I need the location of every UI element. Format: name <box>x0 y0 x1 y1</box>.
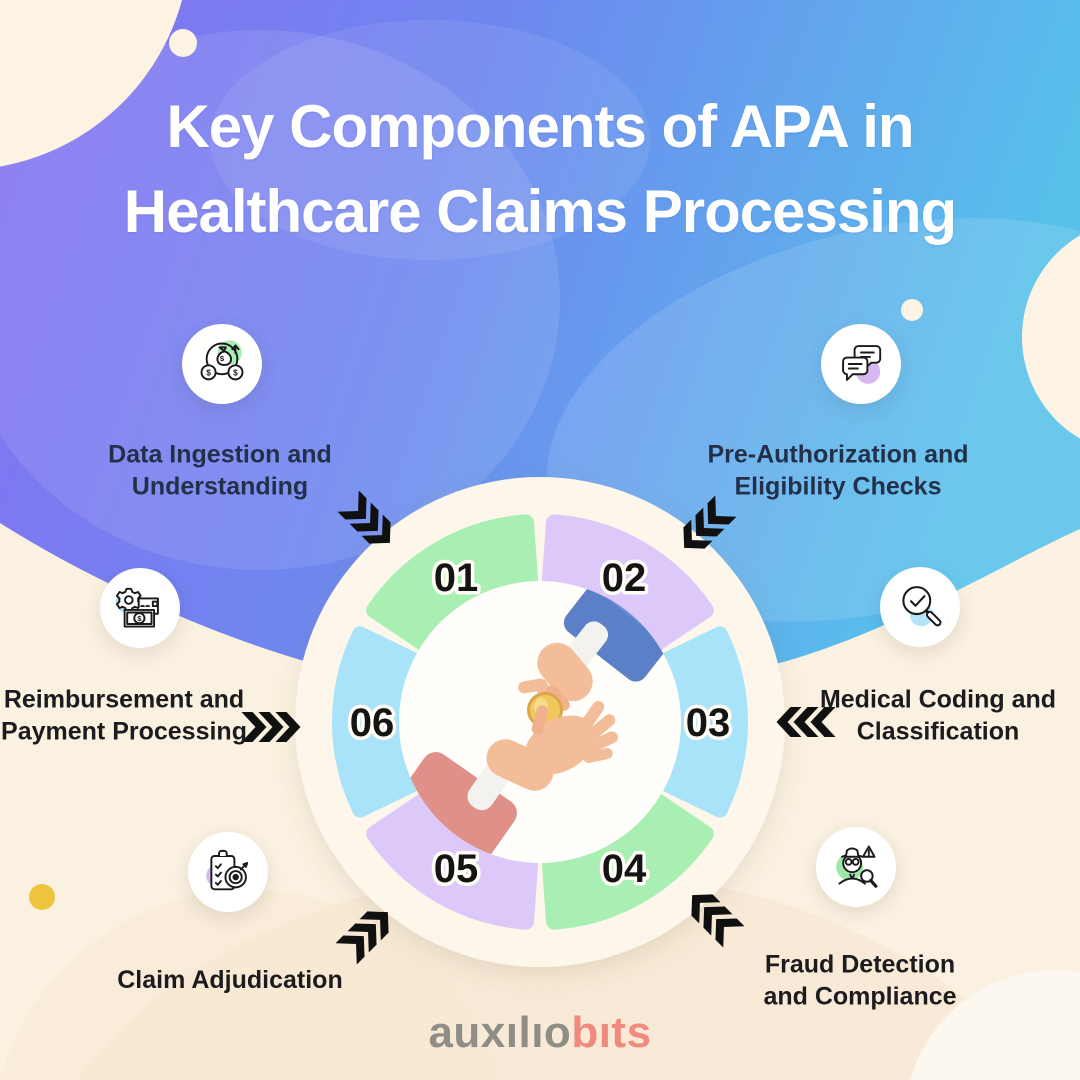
title-line-1: Key Components of APA in <box>166 93 914 160</box>
icon-badge-claim-adjudication <box>188 832 268 912</box>
segment-number-05: 05 <box>434 847 479 891</box>
light-swirl <box>0 30 560 570</box>
svg-text:$: $ <box>233 368 238 378</box>
side-blob <box>1022 235 1080 439</box>
yellow-dot <box>29 884 55 910</box>
corner-blob <box>0 0 183 167</box>
svg-text:$: $ <box>220 354 225 363</box>
icon-badge-pre-authorization <box>821 324 901 404</box>
label-pre-authorization: Pre-Authorization and Eligibility Checks <box>707 440 969 500</box>
brand-logo-part2: bıts <box>571 1008 652 1057</box>
clipboard-target-icon <box>206 849 249 891</box>
label-claim-adjudication: Claim Adjudication <box>117 966 343 995</box>
label-medical-coding: Medical Coding and Classification <box>819 685 1057 745</box>
segment-number-03: 03 <box>686 701 731 745</box>
segment-number-02: 02 <box>602 556 647 600</box>
svg-text:$: $ <box>206 368 211 378</box>
label-data-ingestion: Data Ingestion and Understanding <box>108 440 332 500</box>
deco-dot <box>901 299 923 321</box>
icon-badge-fraud-detection <box>816 827 896 907</box>
icon-badge-medical-coding <box>880 567 960 647</box>
brand-logo: auxılıobıts <box>0 1008 1080 1058</box>
magnifier-check-icon <box>902 586 942 627</box>
icon-badge-data-ingestion: $ $ $ <box>182 324 262 404</box>
segment-numbers: 01 02 03 04 05 06 <box>346 553 734 895</box>
money-bag-icon: $ $ $ <box>200 340 244 381</box>
segment-number-01: 01 <box>434 556 479 600</box>
segment-number-06: 06 <box>350 701 395 745</box>
light-swirl <box>210 20 650 260</box>
segment-number-04: 04 <box>602 847 647 891</box>
gear-banknote-icon: $ <box>115 587 159 628</box>
gradient-blob <box>0 0 1080 700</box>
label-fraud-detection: Fraud Detection and Compliance <box>763 950 957 1010</box>
svg-text:$: $ <box>137 614 142 623</box>
beige-blob <box>910 970 1080 1080</box>
icon-badge-reimbursement: $ <box>100 568 180 648</box>
brand-logo-part1: auxılıo <box>428 1008 572 1057</box>
page-title: Key Components of APA in Healthcare Clai… <box>0 84 1080 254</box>
detective-icon <box>836 845 878 888</box>
title-line-2: Healthcare Claims Processing <box>123 178 957 246</box>
chat-bubbles-icon <box>842 345 882 384</box>
label-reimbursement: Reimbursement and Payment Processing <box>1 685 247 745</box>
deco-dot <box>169 29 197 57</box>
